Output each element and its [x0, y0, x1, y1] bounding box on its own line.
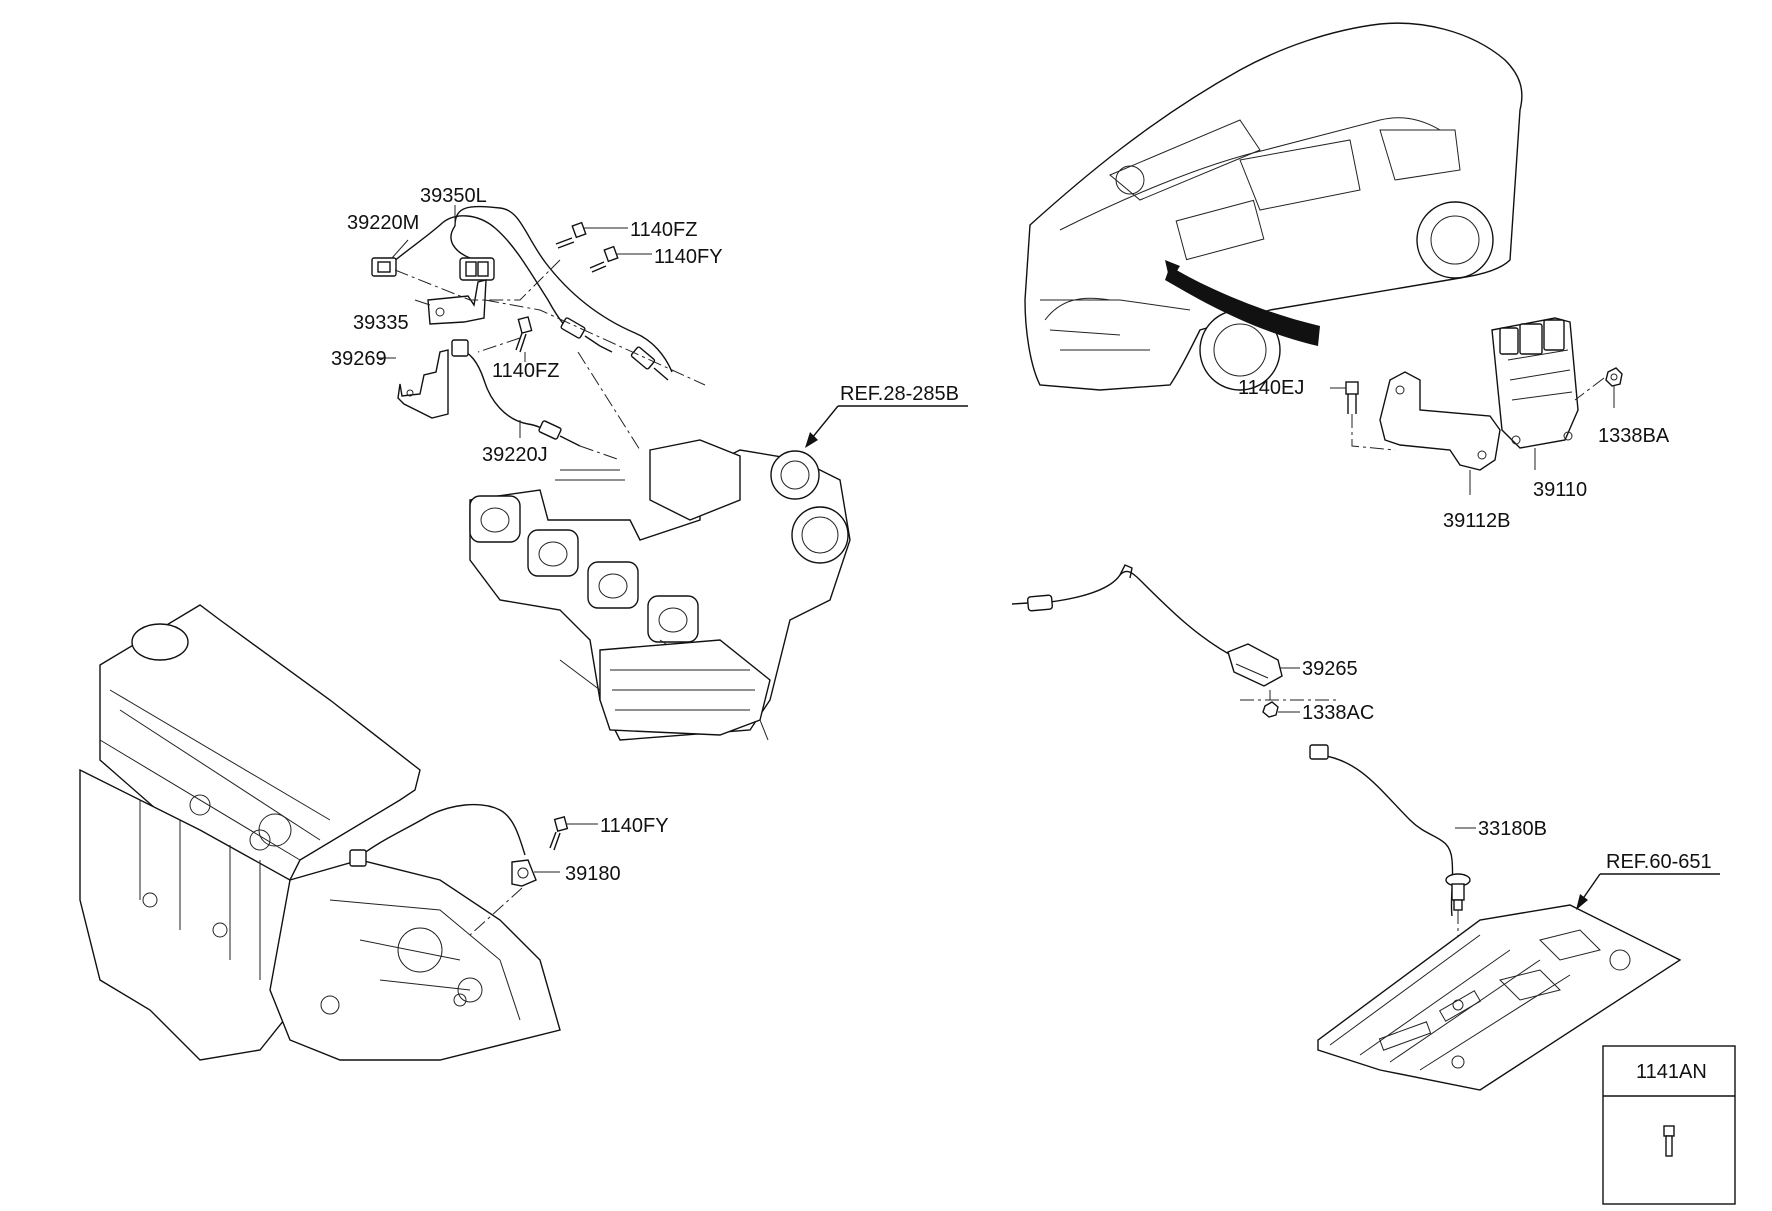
- connector-39350L: [459, 257, 495, 281]
- vehicle-body: [1024, 22, 1523, 391]
- bracket-39335: [427, 279, 487, 325]
- engine-block-transmission: [79, 604, 561, 1061]
- manifold-flange-3: [587, 561, 639, 609]
- downstream-sensor-group: [1011, 564, 1682, 1091]
- turbo-compressor-outlet: [791, 506, 849, 564]
- sensor-probe-39220M: [630, 346, 669, 381]
- label-39269: 39269: [331, 348, 387, 370]
- label-1140FY-top: 1140FY: [654, 246, 723, 268]
- knock-sensor-39180: [511, 859, 537, 887]
- label-39350L: 39350L: [420, 185, 487, 207]
- bolt-1140FZ-top: [555, 221, 628, 249]
- label-33180B: 33180B: [1478, 818, 1547, 840]
- legend-box-1141AN: [1602, 1045, 1736, 1205]
- sensor-wire-33180B: [1319, 754, 1454, 917]
- engine-block: [79, 768, 301, 1061]
- floor-panel: [1317, 904, 1682, 1091]
- ecu-bracket-39112B: [1379, 371, 1501, 471]
- exhaust-manifold-turbocharger: [469, 439, 851, 741]
- sensor-module-39265: [1227, 643, 1283, 687]
- sensor-wire-39265: [1049, 570, 1241, 661]
- knock-sensor-connector: [349, 849, 367, 867]
- knock-sensor-group: [349, 803, 598, 936]
- sensor-probe-39220J: [538, 420, 581, 447]
- location-arrow: [1165, 266, 1320, 346]
- nut-1338BA: [1605, 367, 1623, 408]
- bolt-1140FY-top: [589, 245, 652, 273]
- vehicle-illustration: [1024, 22, 1523, 391]
- label-39180: 39180: [565, 863, 621, 885]
- ecu-assembly: [1330, 317, 1623, 495]
- sensor-probe-39265: [1011, 594, 1054, 612]
- manifold-flange-4: [647, 595, 699, 643]
- label-1141AN: 1141AN: [1636, 1061, 1707, 1083]
- manifold-flange-1: [469, 495, 521, 543]
- label-1140FY-low: 1140FY: [600, 815, 669, 837]
- bolt-1140FZ-mid: [515, 316, 533, 362]
- upstream-sensor-harness-group: [371, 205, 706, 461]
- bracket-39269: [397, 349, 449, 419]
- connector-33180B: [1309, 744, 1329, 760]
- bolt-1140EJ: [1330, 381, 1359, 414]
- nut-1338AC: [1262, 701, 1300, 718]
- label-39335: 39335: [353, 312, 409, 334]
- label-1338AC: 1338AC: [1302, 702, 1374, 724]
- label-39112B: 39112B: [1443, 510, 1510, 532]
- label-ref-28-285B: REF.28-285B: [840, 383, 959, 405]
- rear-wheel: [1416, 201, 1494, 279]
- label-39220J: 39220J: [482, 444, 548, 466]
- label-1140FZ-mid: 1140FZ: [492, 360, 559, 382]
- label-39220M: 39220M: [347, 212, 419, 234]
- bolt-1141AN-icon: [1663, 1125, 1675, 1157]
- sensor-probe-39350L: [560, 317, 613, 353]
- label-1140FZ-top: 1140FZ: [630, 219, 697, 241]
- bolt-1140FY-low: [549, 816, 598, 851]
- label-39265: 39265: [1302, 658, 1358, 680]
- label-ref-60-651: REF.60-651: [1606, 851, 1712, 873]
- knock-sensor-harness: [354, 803, 526, 861]
- sensor-probe-33180B: [1445, 873, 1471, 911]
- sensor-harness-39350L: [454, 205, 673, 373]
- label-1338BA: 1338BA: [1598, 425, 1670, 447]
- turbo-inlet: [770, 450, 820, 500]
- label-39110: 39110: [1533, 479, 1587, 501]
- label-1140EJ: 1140EJ: [1238, 377, 1304, 399]
- sensor-harness-39220M: [392, 215, 576, 336]
- catalytic-converter: [599, 639, 771, 736]
- manifold-flange-2: [527, 529, 579, 577]
- transmission-housing: [269, 859, 561, 1061]
- oil-filler-cap: [131, 623, 189, 661]
